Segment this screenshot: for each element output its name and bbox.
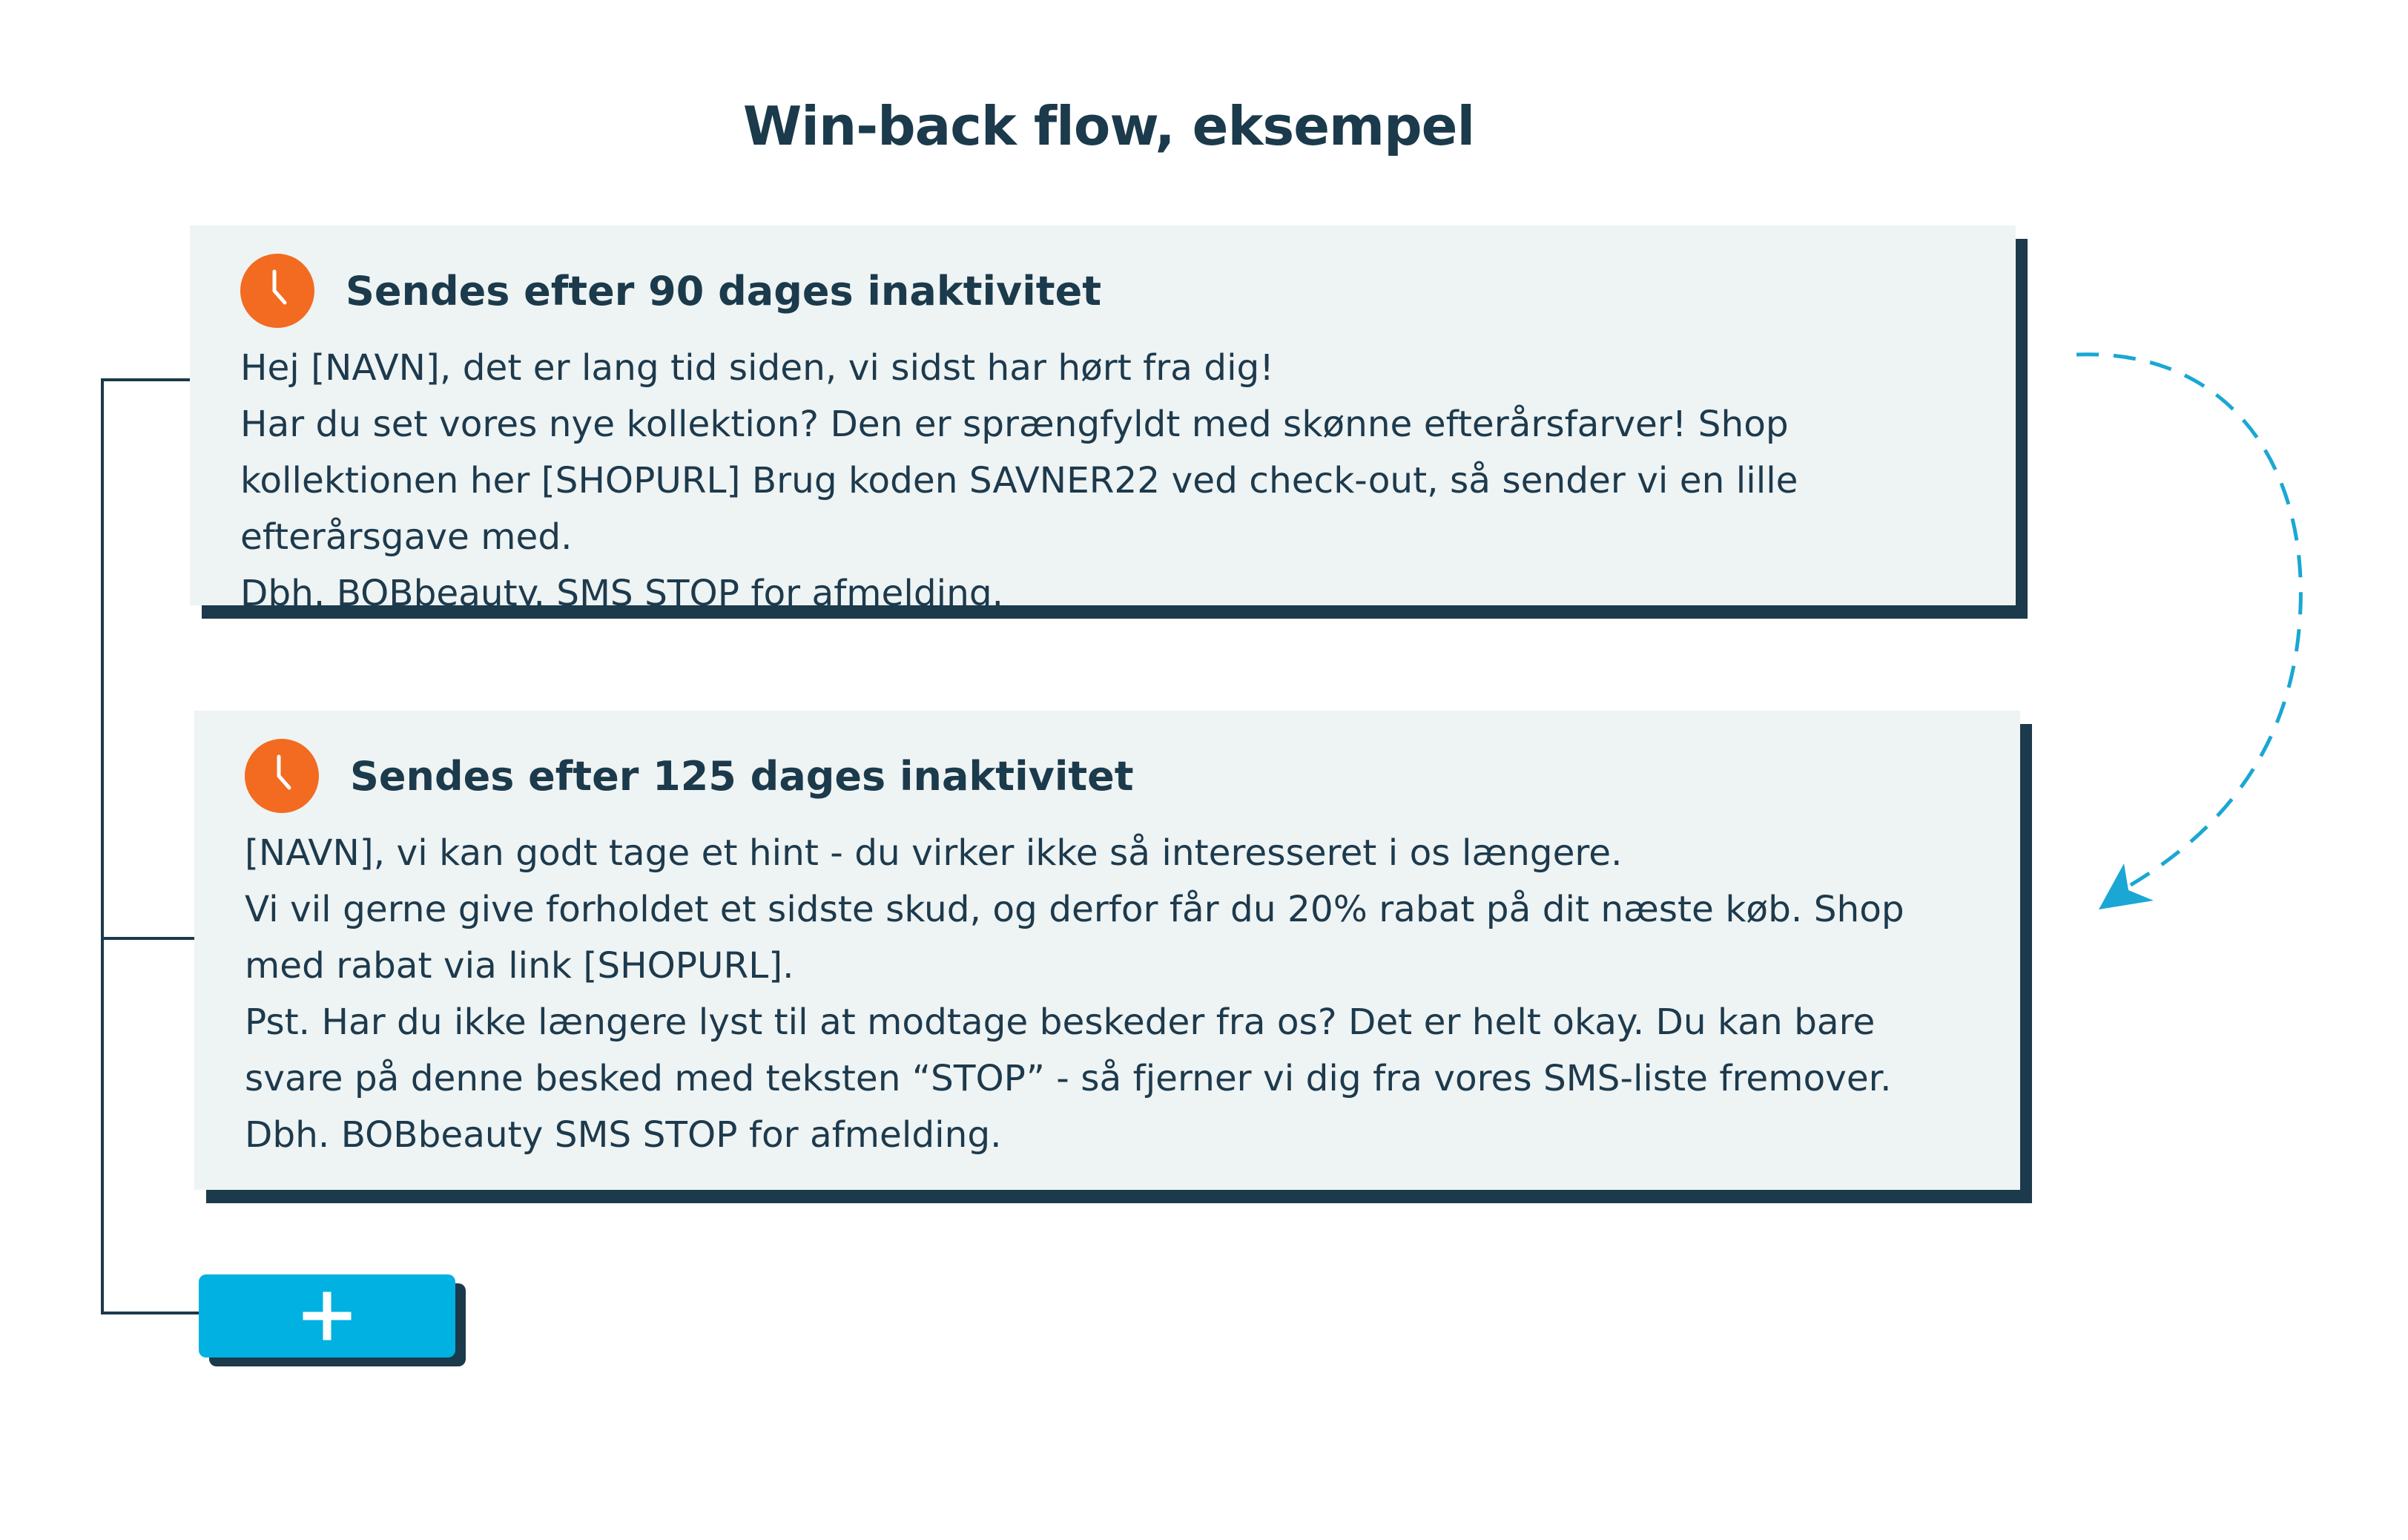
step-1-line-2: Har du set vores nye kollektion? Den er … [240,404,1798,558]
step-1-heading: Sendes efter 90 dages inaktivitet [346,267,1102,315]
step-2-card[interactable]: Sendes efter 125 dages inaktivitet [NAVN… [194,711,2020,1190]
page-title: Win-back flow, eksempel [742,95,1475,157]
clock-icon [245,739,319,813]
step-1-line-3: Dbh. BOBbeauty. SMS STOP for afmelding. [240,573,1004,614]
step-2-heading: Sendes efter 125 dages inaktivitet [350,752,1134,800]
step-2-header: Sendes efter 125 dages inaktivitet [245,739,1134,813]
plus-icon [303,1291,352,1340]
step-1-message: Hej [NAVN], det er lang tid siden, vi si… [240,340,1971,622]
clock-icon [240,254,314,328]
step-2-line-2: Vi vil gerne give forholdet et sidste sk… [245,889,1904,987]
add-step-button[interactable] [199,1274,455,1358]
step-1-card[interactable]: Sendes efter 90 dages inaktivitet Hej [N… [190,226,2016,614]
step-2-line-3: Pst. Har du ikke længere lyst til at mod… [245,1001,1892,1156]
step-2-line-1: [NAVN], vi kan godt tage et hint - du vi… [245,832,1623,874]
step-2-message: [NAVN], vi kan godt tage et hint - du vi… [245,825,1976,1163]
step-1-line-1: Hej [NAVN], det er lang tid siden, vi si… [240,347,1274,389]
step-1-header: Sendes efter 90 dages inaktivitet [240,254,1101,328]
